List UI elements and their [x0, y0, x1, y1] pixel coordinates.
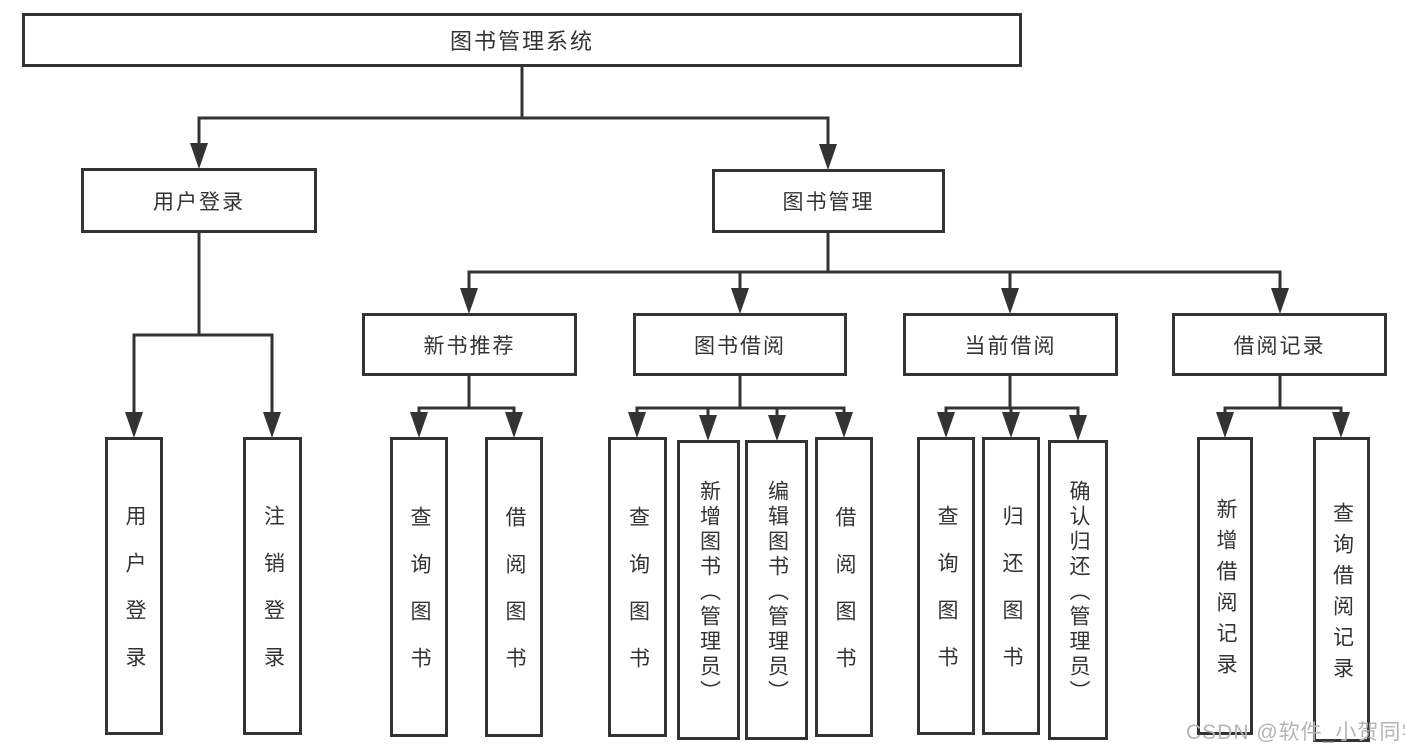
node-label: 编辑图书（管理员）	[765, 479, 789, 705]
node-return-books: 归还图书	[982, 437, 1040, 735]
node-label: 图书管理	[782, 191, 875, 214]
node-new-book-recommend: 新书推荐	[362, 313, 577, 376]
node-edit-books-admin: 编辑图书（管理员）	[745, 440, 808, 740]
node-label: 新书推荐	[423, 334, 516, 358]
node-add-borrow-record: 新增借阅记录	[1197, 437, 1253, 735]
node-label: 用户登录	[153, 190, 245, 214]
node-user-login-leaf: 用户登录	[105, 437, 163, 735]
node-borrow-record: 借阅记录	[1172, 313, 1387, 376]
node-query-books-2: 查询图书	[608, 437, 667, 737]
node-label: 归还图书	[1000, 505, 1023, 693]
node-label: 确认归还（管理员）	[1067, 479, 1090, 705]
node-query-borrow-record: 查询借阅记录	[1313, 437, 1370, 742]
node-borrow-books-1: 借阅图书	[485, 437, 543, 737]
node-label: 注销登录	[261, 505, 285, 693]
watermark: CSDN @软件_小贺同学	[1186, 721, 1405, 744]
node-label: 查询图书	[408, 506, 431, 694]
node-label: 当前借阅	[964, 334, 1057, 358]
node-query-books-3: 查询图书	[917, 437, 975, 735]
node-borrow-books-2: 借阅图书	[815, 437, 873, 737]
node-logout-leaf: 注销登录	[243, 437, 302, 735]
node-label: 新增借阅记录	[1214, 498, 1237, 684]
node-add-books-admin: 新增图书（管理员）	[677, 440, 740, 740]
node-current-borrow: 当前借阅	[903, 313, 1118, 376]
arrowheads	[125, 143, 1350, 441]
node-library-management-system: 图书管理系统	[22, 13, 1022, 67]
node-label: 用户登录	[123, 505, 146, 693]
node-label: 借阅记录	[1233, 334, 1326, 358]
node-label: 查询图书	[935, 505, 958, 693]
node-label: 借阅图书	[503, 506, 526, 694]
node-user-login-module: 用户登录	[81, 168, 317, 233]
node-confirm-return-admin: 确认归还（管理员）	[1048, 440, 1108, 740]
node-label: 查询借阅记录	[1330, 501, 1354, 688]
node-label: 图书借阅	[694, 334, 786, 358]
node-label: 新增图书（管理员）	[697, 479, 721, 705]
node-label: 查询图书	[626, 506, 650, 694]
node-query-books-1: 查询图书	[390, 437, 448, 737]
node-label: 图书管理系统	[449, 29, 594, 54]
node-book-borrow: 图书借阅	[633, 313, 847, 376]
node-book-management-module: 图书管理	[712, 169, 945, 233]
node-label: 借阅图书	[833, 506, 856, 694]
